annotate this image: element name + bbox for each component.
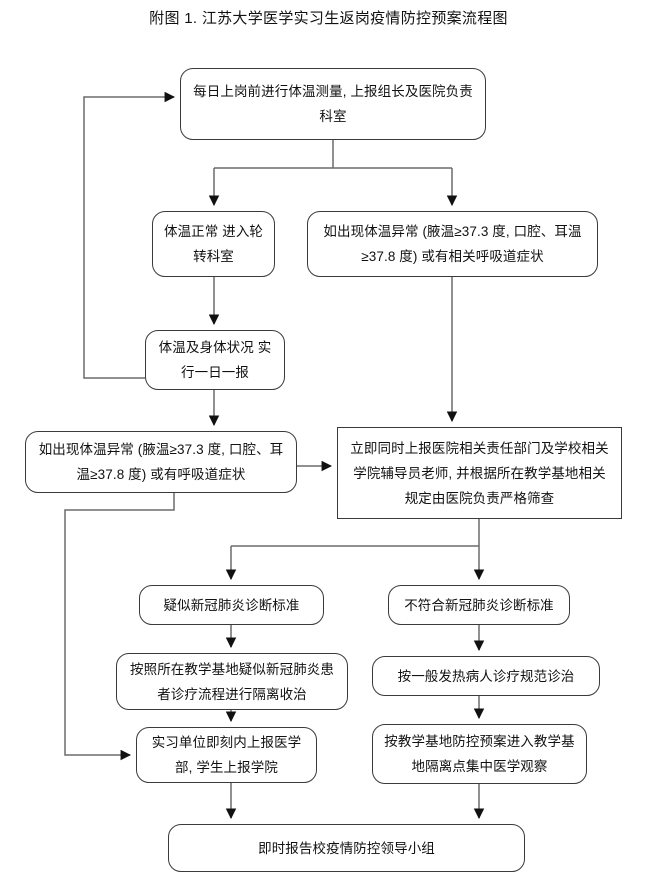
node-temp-abnormal-top[interactable]: 如出现体温异常 (腋温≥37.3 度, 口腔、耳温≥37.8 度) 或有相关呼吸… [307,211,598,277]
node-isolate-admit-label: 按照所在教学基地疑似新冠肺炎患者诊疗流程进行隔离收治 [130,661,334,702]
node-daily-temp-check[interactable]: 每日上岗前进行体温测量, 上报组长及医院负责科室 [180,68,486,140]
node-not-meeting-criteria-label: 不符合新冠肺炎诊断标准 [404,597,554,613]
node-suspected-criteria-label: 疑似新冠肺炎诊断标准 [163,597,300,613]
node-temp-abnormal-lower[interactable]: 如出现体温异常 (腋温≥37.3 度, 口腔、耳温≥37.8 度) 或有呼吸道症… [25,431,297,493]
node-daily-temp-check-label: 每日上岗前进行体温测量, 上报组长及医院负责科室 [193,84,473,124]
node-fever-standard-care-label: 按一般发热病人诊疗规范诊治 [397,668,575,684]
node-temp-normal[interactable]: 体温正常 进入轮转科室 [152,211,275,277]
node-not-meeting-criteria[interactable]: 不符合新冠肺炎诊断标准 [388,585,570,625]
node-report-leading-group[interactable]: 即时报告校疫情防控领导小组 [168,824,525,872]
node-unit-report-med-dept[interactable]: 实习单位即刻内上报医学部, 学生上报学院 [136,727,317,783]
node-report-hospital-school[interactable]: 立即同时上报医院相关责任部门及学校相关学院辅导员老师, 并根据所在教学基地相关规… [337,427,622,519]
node-daily-report[interactable]: 体温及身体状况 实行一日一报 [145,330,285,390]
node-daily-report-label: 体温及身体状况 实行一日一报 [158,340,272,380]
page-title: 附图 1. 江苏大学医学实习生返岗疫情防控预案流程图 [149,10,508,27]
node-base-quarantine-observation-label: 按教学基地防控预案进入教学基地隔离点集中医学观察 [384,734,575,774]
node-temp-normal-label: 体温正常 进入轮转科室 [163,224,264,264]
node-temp-abnormal-lower-label: 如出现体温异常 (腋温≥37.3 度, 口腔、耳温≥37.8 度) 或有呼吸道症… [38,442,284,482]
node-unit-report-med-dept-label: 实习单位即刻内上报医学部, 学生上报学院 [151,735,302,775]
node-base-quarantine-observation[interactable]: 按教学基地防控预案进入教学基地隔离点集中医学观察 [372,724,587,784]
node-report-leading-group-label: 即时报告校疫情防控领导小组 [258,840,435,856]
node-temp-abnormal-top-label: 如出现体温异常 (腋温≥37.3 度, 口腔、耳温≥37.8 度) 或有相关呼吸… [323,224,582,264]
node-report-hospital-school-label: 立即同时上报医院相关责任部门及学校相关学院辅导员老师, 并根据所在教学基地相关规… [350,440,609,506]
node-isolate-admit[interactable]: 按照所在教学基地疑似新冠肺炎患者诊疗流程进行隔离收治 [116,653,348,710]
node-fever-standard-care[interactable]: 按一般发热病人诊疗规范诊治 [372,656,600,696]
node-suspected-criteria[interactable]: 疑似新冠肺炎诊断标准 [139,585,324,625]
